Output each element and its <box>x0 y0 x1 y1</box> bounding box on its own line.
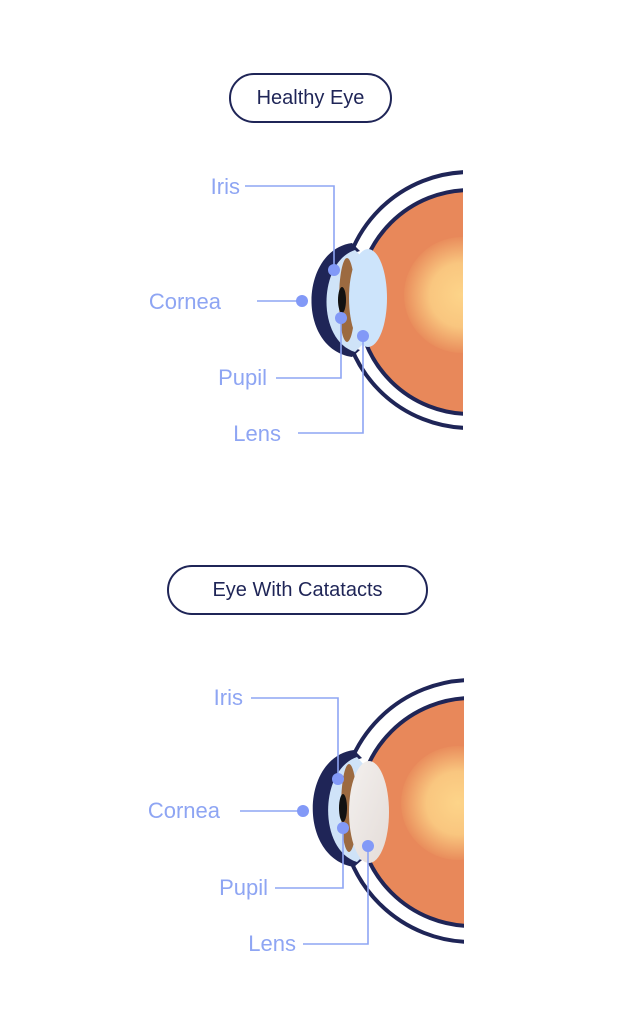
iris-dot <box>332 773 344 785</box>
cornea-dot <box>296 295 308 307</box>
cataract-eye <box>313 680 603 942</box>
macula <box>404 237 520 353</box>
retina <box>358 190 582 414</box>
iris-dot <box>328 264 340 276</box>
lens <box>349 249 387 347</box>
retina <box>358 698 586 926</box>
pupil <box>338 287 346 313</box>
iris-leader <box>245 186 334 270</box>
pupil-label: Pupil <box>219 875 268 900</box>
cornea-label: Cornea <box>149 289 222 314</box>
pupil <box>339 794 347 822</box>
lens-dot <box>362 840 374 852</box>
iris-label: Iris <box>211 174 240 199</box>
macula <box>401 746 515 860</box>
iris-label: Iris <box>214 685 243 710</box>
pupil-dot <box>337 822 349 834</box>
iris-leader <box>251 698 338 779</box>
lens-label: Lens <box>233 421 281 446</box>
lens-label: Lens <box>248 931 296 956</box>
cornea-label: Cornea <box>148 798 221 823</box>
lens-dot <box>357 330 369 342</box>
cornea-dot <box>297 805 309 817</box>
pupil-label: Pupil <box>218 365 267 390</box>
pupil-dot <box>335 312 347 324</box>
healthy-eye <box>311 172 598 428</box>
